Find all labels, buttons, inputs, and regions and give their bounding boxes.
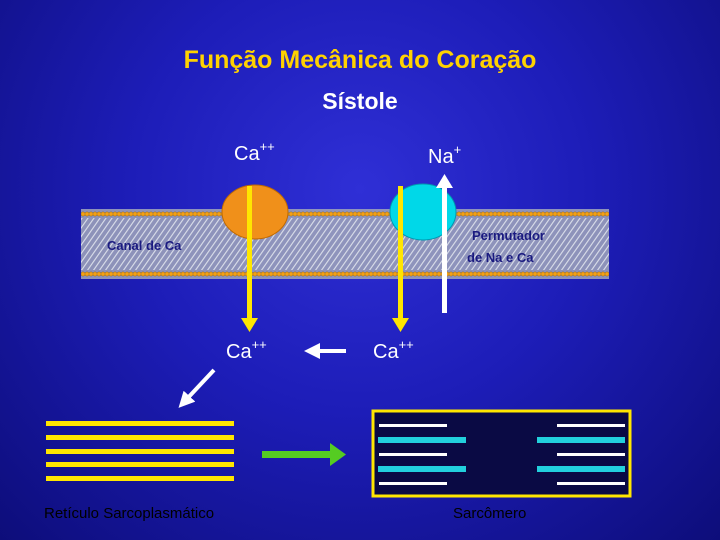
calcium-outside-label: Ca++	[234, 139, 275, 165]
slide-subtitle: Sístole	[322, 88, 398, 114]
calcium-inside-left-label: Ca++	[226, 337, 267, 363]
calcium-inside-right-label: Ca++	[373, 337, 414, 363]
exchanger-label-line2: de Na e Ca	[467, 250, 534, 265]
green-transfer-arrow	[262, 443, 346, 466]
sarcomere	[371, 409, 632, 498]
calcium-channel-label: Canal de Ca	[107, 238, 182, 253]
sarcoplasmic-reticulum	[46, 421, 234, 481]
sodium-calcium-exchanger	[389, 183, 457, 241]
sarcomere-label: Sarcômero	[453, 505, 527, 522]
calcium-influx-arrow	[241, 186, 258, 332]
slide-title: Função Mecânica do Coração	[183, 46, 537, 74]
exchanger-label-line1: Permutador	[472, 228, 545, 243]
cell-membrane	[81, 209, 609, 279]
reticulum-release-arrow	[178, 368, 216, 408]
exchanger-calcium-arrow	[392, 186, 409, 332]
reticulum-label: Retículo Sarcoplasmático	[44, 505, 215, 522]
sodium-efflux-arrow	[436, 174, 453, 313]
calcium-channel	[221, 184, 289, 240]
sodium-outside-label: Na+	[428, 142, 462, 168]
